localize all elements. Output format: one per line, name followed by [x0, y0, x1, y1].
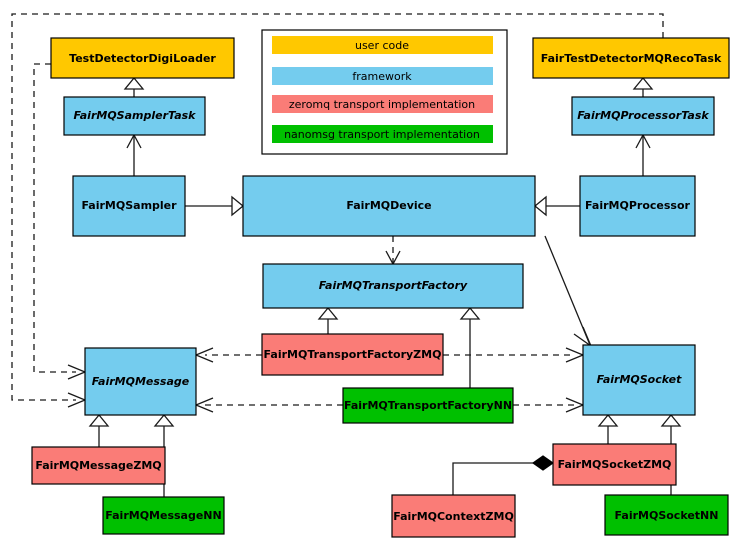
- node-fairmqsampler[interactable]: FairMQSampler: [72, 175, 186, 237]
- arrowhead-socketzmq-to-socket: [597, 413, 619, 427]
- node-box[interactable]: [391, 494, 516, 538]
- node-fairtestdetectormqrecotask[interactable]: FairTestDetectorMQRecoTask: [532, 37, 730, 79]
- node-label: FairMQSocket: [597, 373, 683, 386]
- node-label: FairMQSamplerTask: [74, 109, 197, 122]
- arrowhead-tfnn-to-transportfactory: [459, 306, 481, 320]
- node-label: FairMQSampler: [81, 199, 177, 212]
- node-fairmqprocessortask[interactable]: FairMQProcessorTask: [571, 96, 715, 136]
- node-fairmqmessagenn[interactable]: FairMQMessageNN: [102, 496, 225, 535]
- legend-swatch-user-code: [272, 36, 493, 54]
- node-fairmqtransportfactory[interactable]: FairMQTransportFactory: [262, 263, 524, 309]
- node-box[interactable]: [261, 333, 444, 376]
- arrowhead-samplertask-to-digiloader: [123, 76, 145, 90]
- node-box[interactable]: [342, 387, 514, 424]
- edge-recotask-to-message: [11, 13, 664, 401]
- node-testdetectordigiloader[interactable]: TestDetectorDigiLoader: [50, 37, 235, 79]
- node-label: FairMQMessage: [92, 375, 190, 388]
- arrowhead-device-to-socket: [573, 326, 593, 348]
- node-box[interactable]: [579, 175, 696, 237]
- node-fairmqsamplertask[interactable]: FairMQSamplerTask: [63, 96, 206, 136]
- edge-digiloader-to-message: [33, 63, 76, 373]
- node-label: FairMQSocketZMQ: [558, 458, 672, 471]
- edge-layer: [11, 13, 682, 497]
- node-box[interactable]: [582, 344, 696, 416]
- legend-label-zeromq: zeromq transport implementation: [289, 98, 475, 111]
- legend-swatch-zeromq: [272, 95, 493, 113]
- node-box[interactable]: [84, 347, 197, 416]
- node-label: TestDetectorDigiLoader: [69, 52, 216, 65]
- node-box[interactable]: [552, 443, 677, 486]
- edge-contextzmq-to-socketzmq: [452, 462, 533, 495]
- node-fairmqtransportfactoryzmq[interactable]: FairMQTransportFactoryZMQ: [261, 333, 444, 376]
- node-box[interactable]: [532, 37, 730, 79]
- arrowhead-tfzmq-to-transportfactory: [317, 306, 339, 320]
- arrowhead-messagezmq-to-message: [88, 413, 110, 427]
- node-fairmqprocessor[interactable]: FairMQProcessor: [579, 175, 696, 237]
- node-label: FairTestDetectorMQRecoTask: [541, 52, 722, 65]
- legend-swatch-framework: [272, 67, 493, 85]
- node-fairmqtransportfactorynn[interactable]: FairMQTransportFactoryNN: [342, 387, 514, 424]
- node-fairmqsocket[interactable]: FairMQSocket: [582, 344, 696, 416]
- node-fairmqmessage[interactable]: FairMQMessage: [84, 347, 197, 416]
- node-label: FairMQProcessorTask: [577, 109, 709, 122]
- arrowhead-composition-diamond: [531, 455, 555, 471]
- node-box[interactable]: [242, 175, 536, 237]
- node-label: FairMQContextZMQ: [393, 510, 514, 523]
- edge-device-to-socket: [544, 235, 591, 346]
- node-label: FairMQTransportFactoryZMQ: [264, 348, 442, 361]
- node-fairmqcontextzmq[interactable]: FairMQContextZMQ: [391, 494, 516, 538]
- node-label: FairMQTransportFactory: [319, 279, 468, 292]
- node-label: FairMQTransportFactoryNN: [344, 399, 512, 412]
- node-fairmqdevice[interactable]: FairMQDevice: [242, 175, 536, 237]
- node-label: FairMQProcessor: [585, 199, 690, 212]
- node-box[interactable]: [102, 496, 225, 535]
- node-box[interactable]: [604, 494, 729, 536]
- legend-label-framework: framework: [352, 70, 412, 83]
- node-label: FairMQMessageNN: [105, 509, 221, 522]
- node-box[interactable]: [262, 263, 524, 309]
- arrowhead-socketnn-to-socket: [660, 413, 682, 427]
- arrowhead-tfzmq-to-message: [194, 347, 214, 363]
- arrowhead-recotask-to-message: [67, 392, 87, 408]
- node-layer: TestDetectorDigiLoader FairTestDetectorM…: [31, 37, 730, 538]
- legend-swatch-nanomsg: [272, 125, 493, 143]
- arrowhead-digiloader-to-message: [67, 364, 87, 380]
- node-box[interactable]: [571, 96, 715, 136]
- arrowhead-sampler-to-device: [231, 195, 245, 217]
- node-fairmqsocketnn[interactable]: FairMQSocketNN: [604, 494, 729, 536]
- node-box[interactable]: [50, 37, 235, 79]
- arrowhead-messagenn-to-message: [153, 413, 175, 427]
- node-label: FairMQDevice: [346, 199, 431, 212]
- legend-label-user-code: user code: [355, 39, 409, 52]
- node-box[interactable]: [31, 446, 166, 485]
- arrowhead-processor-to-device: [533, 195, 547, 217]
- node-box[interactable]: [72, 175, 186, 237]
- node-label: FairMQSocketNN: [615, 509, 719, 522]
- node-fairmqsocketzmq[interactable]: FairMQSocketZMQ: [552, 443, 677, 486]
- arrowhead-processortask-to-recotask: [632, 76, 654, 90]
- node-box[interactable]: [63, 96, 206, 136]
- node-fairmqmessagezmq[interactable]: FairMQMessageZMQ: [31, 446, 166, 485]
- legend-label-nanomsg: nanomsg transport implementation: [284, 128, 480, 141]
- color-legend: user code framework zeromq transport imp…: [261, 29, 508, 155]
- node-label: FairMQMessageZMQ: [35, 459, 161, 472]
